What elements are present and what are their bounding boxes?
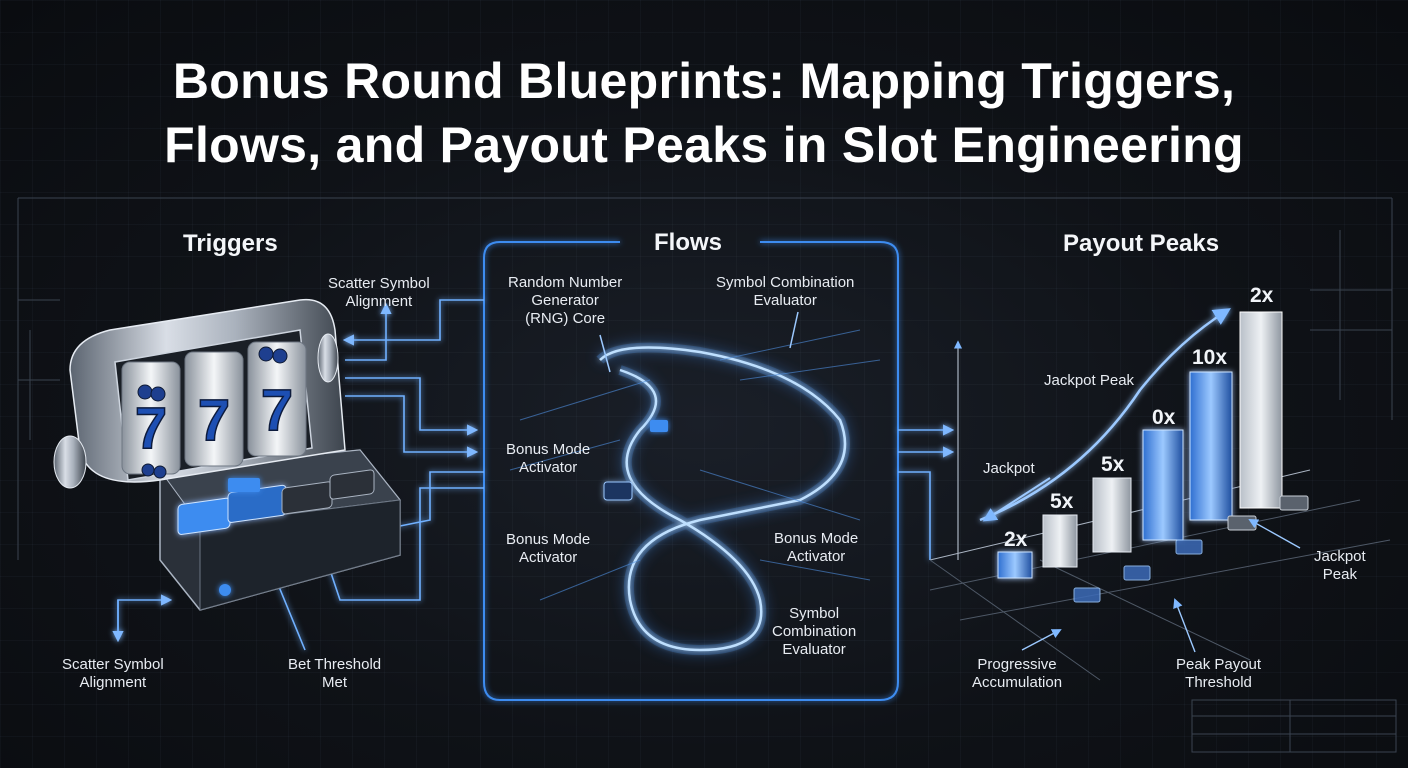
payout-peaks-heading: Payout Peaks (1063, 230, 1220, 257)
label-jackpot: Jackpot (983, 460, 1035, 477)
label-scatter-symbol-bottom: Scatter Symbol Alignment (62, 656, 164, 691)
page-title-line-1: Bonus Round Blueprints: Mapping Triggers… (172, 53, 1236, 109)
blueprint-frame (17, 197, 1397, 753)
reel-symbol-1: 7 (135, 396, 167, 461)
label-bet-threshold: Bet Threshold Met (288, 656, 382, 691)
label-symbol-evaluator-bottom: Symbol Combination Evaluator (772, 605, 857, 658)
slot-machine (53, 298, 401, 611)
payout-chart (929, 308, 1391, 681)
label-jackpot-peak-top: Jackpot Peak (1044, 372, 1135, 389)
multiplier-2: 5x (1050, 490, 1074, 513)
label-symbol-evaluator-top: Symbol Combination Evaluator (716, 274, 855, 309)
multiplier-3: 5x (1101, 453, 1125, 476)
flow-track (509, 311, 881, 656)
triggers-heading: Triggers (183, 230, 278, 257)
flows-frame (483, 241, 899, 701)
page-title-line-2: Flows, and Payout Peaks in Slot Engineer… (164, 117, 1244, 173)
reel-symbol-3: 7 (261, 378, 293, 443)
flows-heading: Flows (654, 229, 723, 256)
label-bonus-mode-1: Bonus Mode Activator (506, 441, 591, 476)
label-bonus-mode-2: Bonus Mode Activator (506, 531, 591, 566)
multiplier-1: 2x (1004, 528, 1028, 551)
label-scatter-symbol-top: Scatter Symbol Alignment (328, 275, 430, 310)
reel-symbol-2: 7 (198, 388, 230, 453)
label-rng-core: Random Number Generator (RNG) Core (508, 274, 623, 327)
label-progressive-accumulation: Progressive Accumulation (972, 656, 1063, 691)
multiplier-6: 2x (1250, 284, 1274, 307)
multiplier-4: 0x (1152, 406, 1176, 429)
label-bonus-mode-3: Bonus Mode Activator (774, 530, 859, 565)
multiplier-5: 10x (1192, 346, 1228, 369)
label-peak-payout-threshold: Peak Payout Threshold (1176, 656, 1262, 691)
label-jackpot-peak-right: Jackpot Peak (1314, 548, 1366, 583)
